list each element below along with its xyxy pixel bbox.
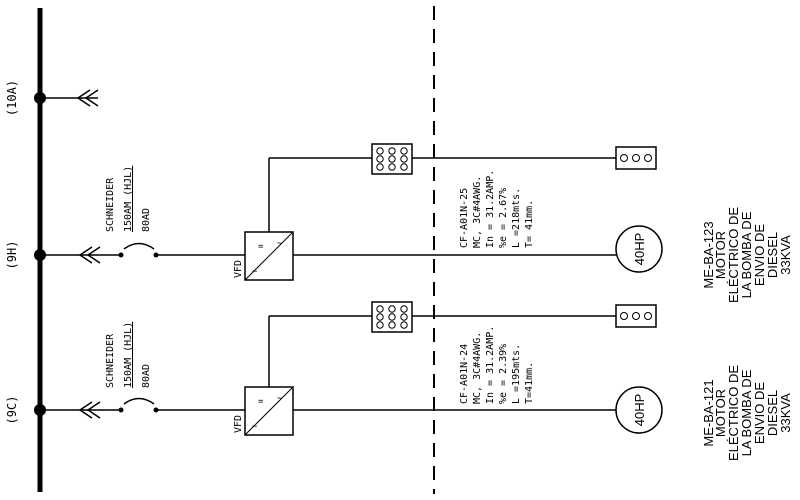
cable-line: In = 31.2AMP. (485, 170, 496, 248)
svg-text:~: ~ (252, 267, 258, 277)
svg-text:~: ~ (277, 239, 283, 249)
motor-desc: MOTOR (713, 389, 728, 437)
feeder-1: SCHNEIDER 150AM (HJL) 80AD = ~ ~ VFD CF-… (34, 143, 793, 303)
vfd-label: VFD (233, 260, 244, 278)
motor-desc: ELÉCTRICO DE (726, 365, 741, 461)
motor-desc: DIESEL (765, 390, 780, 436)
svg-text:=: = (258, 397, 264, 407)
cable-line: In = 31.2AMP. (485, 326, 496, 404)
cable-line: T=41mm. (524, 362, 535, 404)
motor-tag: ME-BA-121 (701, 379, 716, 446)
cable-line: T= 41mm. (524, 200, 535, 248)
motor-desc: LA BOMBA DE (739, 369, 754, 456)
control-station-box (371, 143, 413, 175)
control-station-box (371, 301, 413, 333)
cable-line: L =195mts. (511, 344, 522, 404)
motor-desc: ELÉCTRICO DE (726, 207, 741, 303)
motor-hp: 40HP (632, 233, 647, 266)
cable-line: CF-A01N-25 (459, 188, 470, 248)
motor-desc: 33KVA (778, 393, 793, 433)
pushbutton-station-box (615, 304, 657, 328)
svg-text:~: ~ (277, 394, 283, 404)
breaker-brand: SCHNEIDER (105, 333, 116, 388)
connector-chevron-icon (78, 246, 93, 264)
pushbutton-station-box (615, 146, 657, 170)
motor-desc: LA BOMBA DE (739, 211, 754, 298)
svg-text:~: ~ (252, 422, 258, 432)
cable-line: %e = 2.67% (498, 188, 509, 248)
breaker-rating: 150AM (HJL) (123, 322, 134, 388)
svg-text:=: = (258, 242, 264, 252)
cable-line: CF-A01N-24 (459, 344, 470, 404)
vfd-label: VFD (233, 415, 244, 433)
breaker-trip: 80AD (141, 364, 152, 388)
bus-tag-9h: (9H) (5, 241, 19, 270)
cable-line: MC, 3C#4AWG. (472, 176, 483, 248)
breaker-arc-icon (123, 242, 155, 250)
motor-symbol (615, 386, 663, 434)
motor-hp: 40HP (632, 394, 647, 427)
breaker-brand: SCHNEIDER (105, 177, 116, 232)
motor-desc: ENVIO DE (752, 382, 767, 444)
motor-symbol (615, 225, 663, 273)
motor-desc: MOTOR (713, 231, 728, 279)
bus-tag-10a: (10A) (5, 80, 19, 116)
motor-desc: 33KVA (778, 235, 793, 275)
cable-line: %e = 2.39% (498, 344, 509, 404)
bus-tag-9c: (9C) (5, 396, 19, 425)
breaker-arc-icon (123, 397, 155, 405)
breaker-trip: 80AD (141, 208, 152, 232)
feeder-2: SCHNEIDER 150AM (HJL) 80AD = ~ ~ VFD CF-… (34, 301, 793, 461)
motor-desc: ENVIO DE (752, 224, 767, 286)
motor-tag: ME-BA-123 (701, 221, 716, 288)
breaker-rating: 150AM (HJL) (123, 166, 134, 232)
connector-chevron-icon (76, 89, 91, 107)
connector-chevron-icon (78, 401, 93, 419)
cable-line: L =218mts. (511, 188, 522, 248)
motor-desc: DIESEL (765, 232, 780, 278)
spare-feeder (34, 89, 99, 107)
cable-line: MC, 3C#4AWG. (472, 332, 483, 404)
